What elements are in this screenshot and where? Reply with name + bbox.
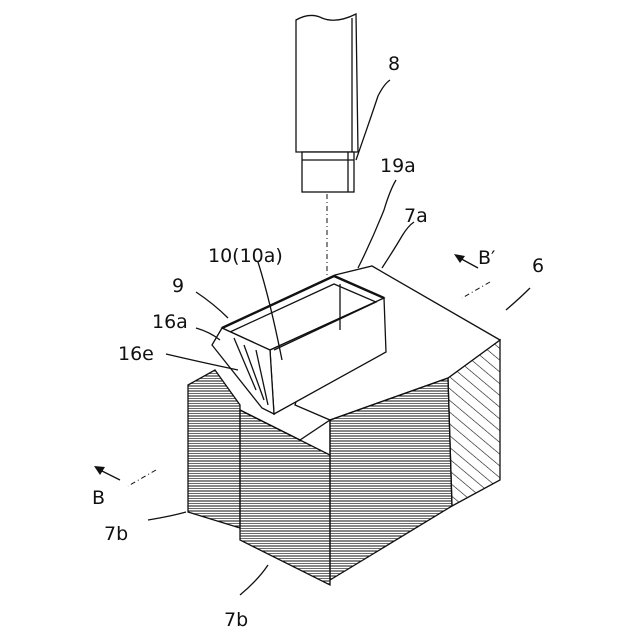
tool-rod — [296, 14, 358, 192]
label-section-b: B — [92, 487, 105, 509]
label-core-top: 7a — [404, 205, 428, 227]
label-laminate-front: 7b — [224, 609, 248, 631]
label-section-b-prime: B′ — [478, 247, 495, 269]
left-laminate-stack — [188, 370, 240, 528]
section-arrow-b — [94, 466, 156, 486]
label-edge-19a: 19a — [380, 155, 416, 177]
label-core: 6 — [532, 255, 544, 277]
label-face-16e: 16e — [118, 343, 154, 365]
label-tool: 8 — [388, 53, 400, 75]
front-laminate-stack — [240, 410, 330, 585]
label-insulator: 10(10a) — [208, 245, 283, 267]
label-face-16a: 16a — [152, 311, 188, 333]
label-laminate-left: 7b — [104, 523, 128, 545]
label-coil: 9 — [172, 275, 184, 297]
